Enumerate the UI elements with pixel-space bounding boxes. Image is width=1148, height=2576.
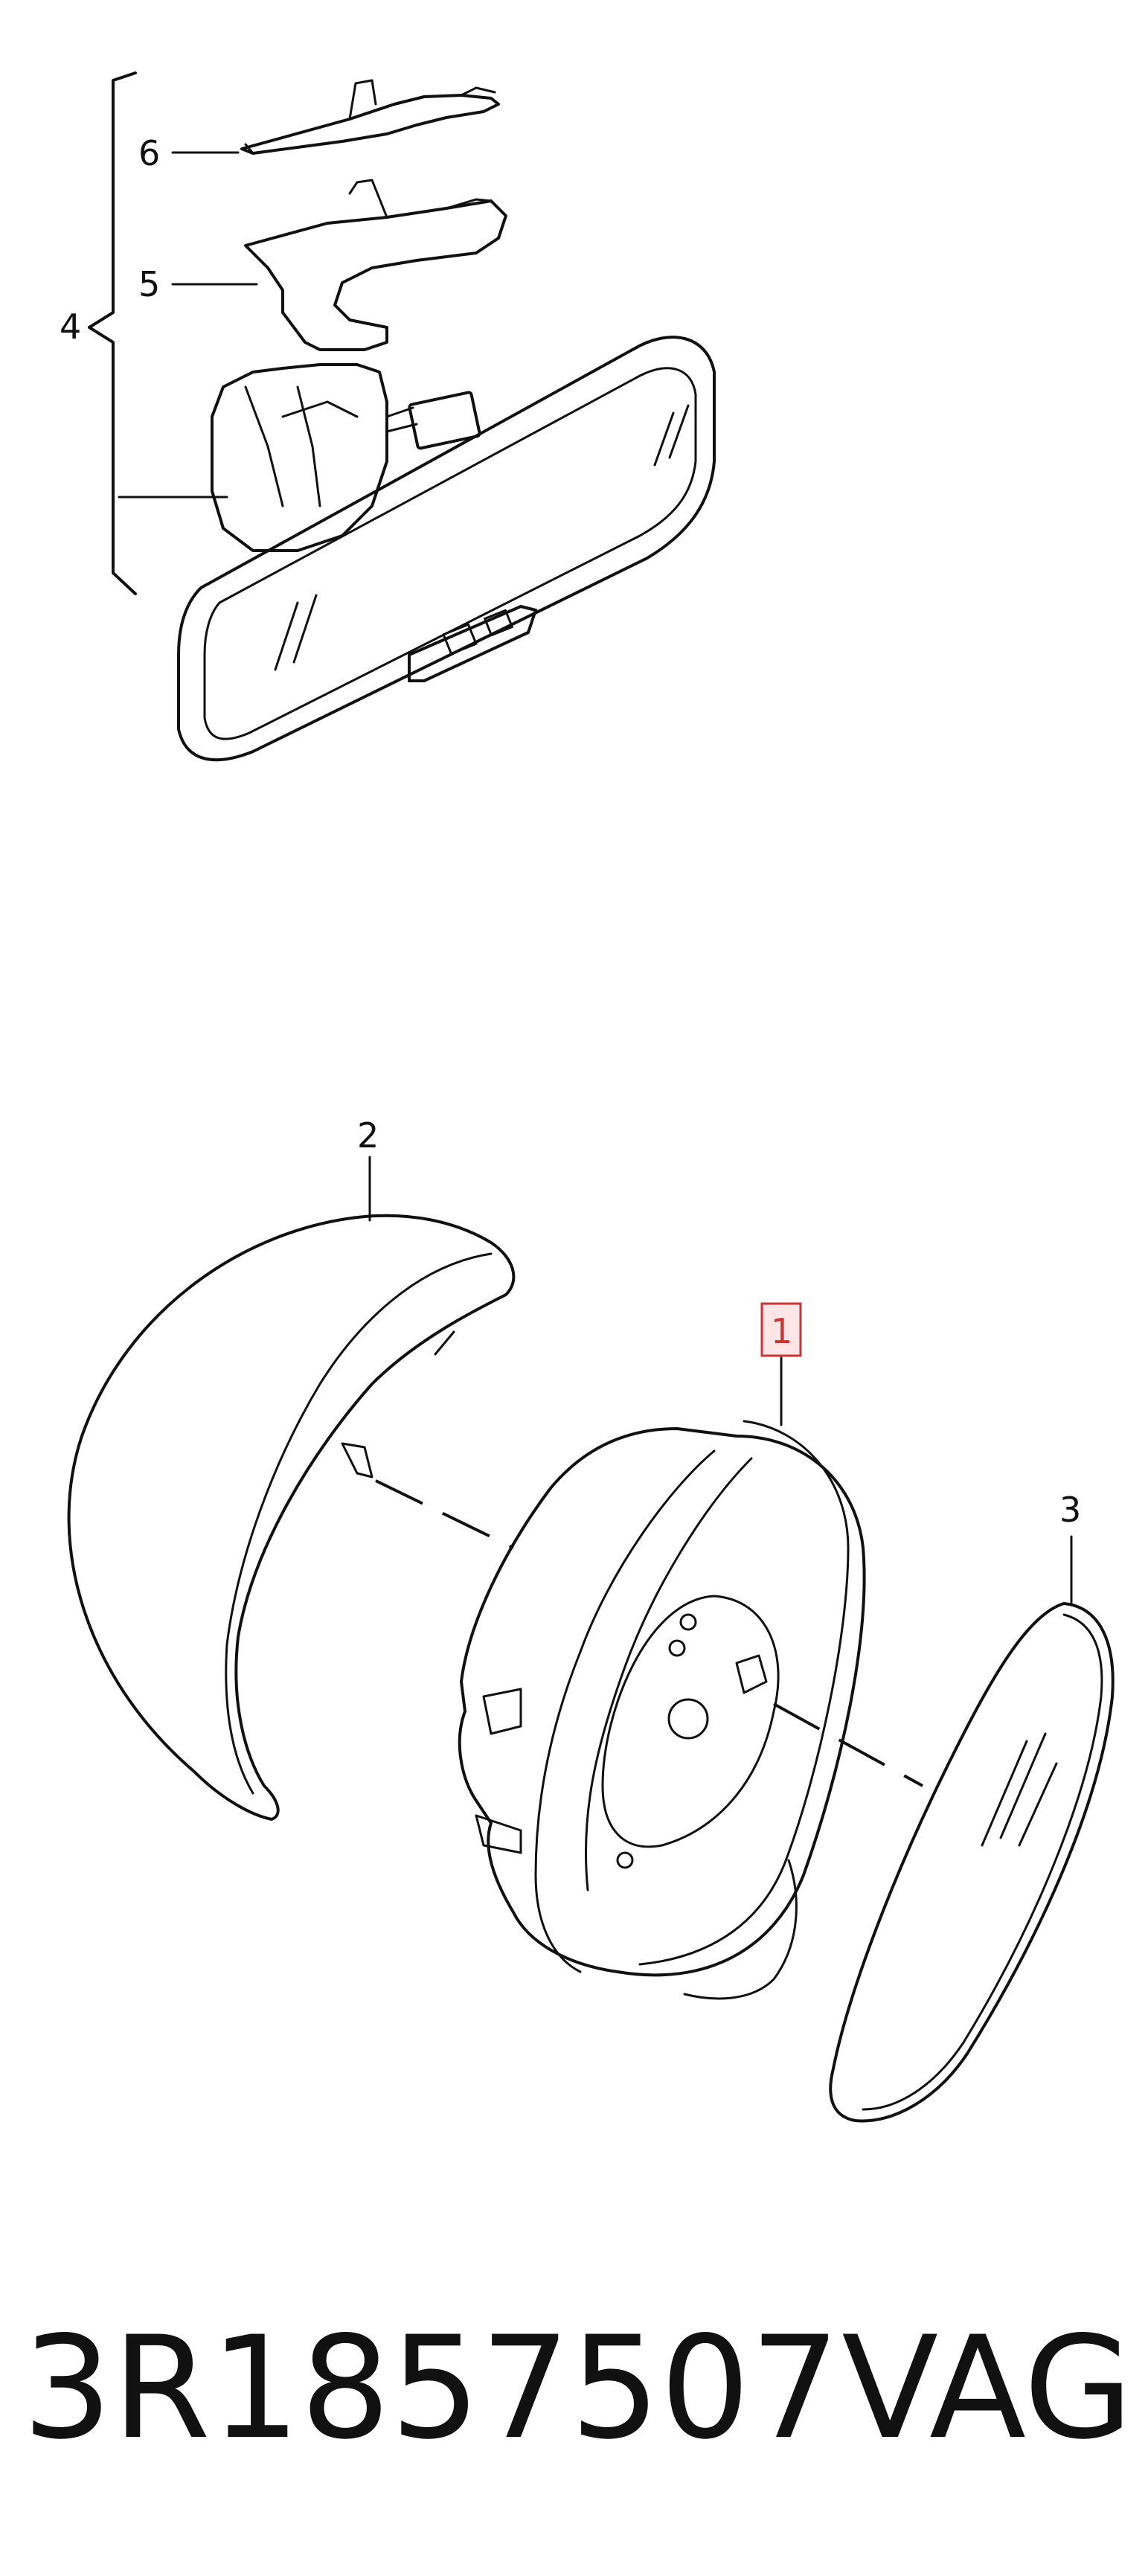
interior-mirror-assembly: 6 5 4 (60, 71, 716, 762)
footer: 3R1857507 VAG (0, 2292, 1148, 2485)
mirror-button-strip (408, 605, 537, 682)
callout-4: 4 (60, 307, 81, 347)
callout-3: 3 (1059, 1490, 1081, 1530)
assembly-line-cap (375, 1479, 514, 1549)
callout-6: 6 (138, 133, 160, 173)
part-6-trim-strip (240, 94, 500, 155)
assembly-line-glass (773, 1702, 923, 1787)
exterior-mirror-assembly: 2 1 3 (67, 1115, 1115, 2123)
part-3-mirror-glass (829, 1602, 1115, 2123)
brand-label: VAG (841, 2306, 1133, 2470)
callout-5: 5 (138, 264, 160, 304)
part-2-mirror-cap (67, 1214, 516, 1821)
callout-1: 1 (771, 1311, 792, 1351)
callout-2: 2 (357, 1115, 379, 1156)
part-number: 3R1857507 (22, 2306, 841, 2470)
callout-1-highlight-box (760, 1302, 802, 1357)
wiring-connector (408, 391, 481, 450)
interior-mirror-body (177, 336, 716, 762)
part-5-cover (244, 199, 507, 351)
group-4-bracket (88, 71, 137, 595)
backplate-pivot (667, 1698, 709, 1740)
